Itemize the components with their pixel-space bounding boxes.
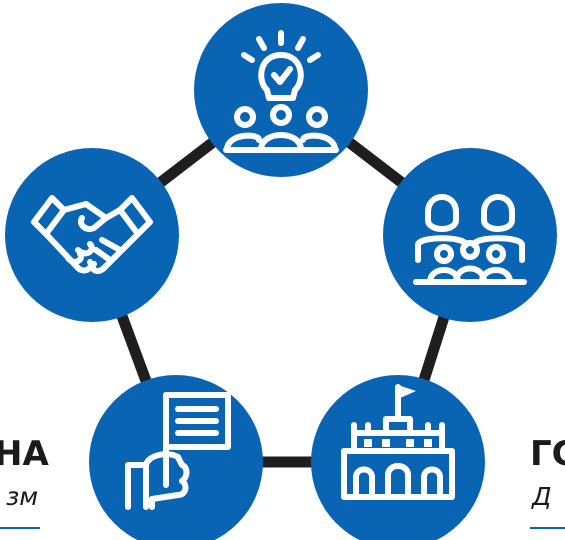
right-label-subtitle: Д	[532, 482, 552, 511]
handshake-icon	[31, 195, 153, 274]
node-participation	[89, 375, 263, 540]
left-label-subtitle: зм	[6, 482, 39, 511]
hand-with-sign-icon	[125, 392, 231, 510]
node-government	[311, 375, 485, 540]
left-label-title: НА	[0, 434, 49, 474]
lightbulb-team-icon	[223, 30, 339, 153]
node-families	[383, 148, 557, 322]
right-label-underline	[530, 527, 565, 529]
left-label-underline	[0, 527, 40, 529]
node-partnership	[5, 148, 179, 322]
government-building-icon	[341, 384, 455, 500]
right-label-title: ГС	[530, 434, 565, 474]
family-icon	[413, 194, 527, 285]
node-ideas	[194, 3, 368, 177]
